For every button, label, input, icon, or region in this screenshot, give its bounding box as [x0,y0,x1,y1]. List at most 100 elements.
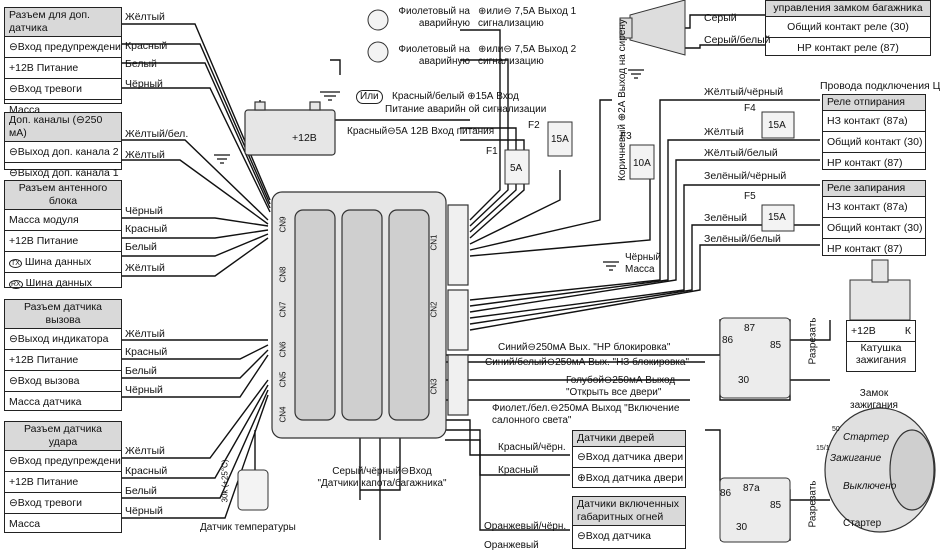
aux-power: +12В Питание [5,58,121,79]
fuse-f4-value: 15А [768,120,786,131]
wire-red: Красный [125,346,168,358]
parking-light-title: Датчики включенных габаритных огней [573,497,685,526]
connector-cn5: CN5 [278,371,288,388]
fuse-f2-label: F2 [528,120,540,131]
rx-icon: RX [9,280,23,289]
temperature-sensor-value: 30k (+25°C) [220,459,230,503]
relay1-pin-87: 87 [744,323,756,334]
relay1-pin-85: 85 [770,340,782,351]
wire-red: Красный [498,465,539,476]
lamp2-output: ⊕или⊖ 7,5А Выход 2 сигнализацию [478,44,577,67]
cut-wire-1: Разрезать [807,317,819,365]
aux-channels-title: Доп. каналы (⊖250 мА) [5,113,121,142]
relay2-pin-30: 30 [736,522,748,533]
door-sensors-title: Датчики дверей [573,431,685,447]
fuse-f3-label: F3 [620,131,632,142]
shock-sensor-connector: Разъем датчика удара ⊖Вход предупреждени… [4,421,122,533]
connector-cn3: CN3 [429,378,439,395]
coil-terminals: +12В К [847,321,915,342]
ignition-position: Зажигание [830,453,882,464]
pin-15-1: 15/1 [816,445,830,452]
aux-sensor-title: Разъем для доп. датчика [5,8,121,37]
aux-channel-2-output: ⊖Выход доп. канала 2 [5,142,121,163]
fuse-f1-label: F1 [486,146,498,157]
connector-cn4: CN4 [278,406,288,423]
off-position: Выключено [843,481,897,492]
aux-alarm-input: ⊖Вход тревоги [5,79,121,100]
fuse-f4-label: F4 [744,103,756,114]
battery-label: +12В [292,132,317,144]
call-input: ⊖Вход вызова [5,371,121,392]
lock-relay: Реле запирания НЗ контакт (87а) Общий ко… [822,180,926,256]
interior-light-output: Фиолет./бел.⊖250мА Выход "Включение сало… [492,403,680,426]
relay2-pin-86: 86 [720,488,732,499]
parking-light-sensors: Датчики включенных габаритных огней ⊖Вхо… [572,496,686,549]
connector-cn9: CN9 [278,216,288,233]
cut-wire-2: Разрезать [807,480,819,528]
or-label: Или [356,90,383,104]
wire-grey-white: Серый/белый [704,34,771,46]
wire-red: Красный [125,40,168,52]
trunk-no-contact: НР контакт реле (87) [797,42,899,54]
hazard-input-line2: Питание аварийн ой сигнализации [385,104,547,115]
wire-orange-black: Оранжевый/чёрн. [484,521,567,532]
wire-yellow: Жёлтый [125,262,165,274]
antenna-data-rx-label: Шина данных [25,277,93,289]
shock-alarm-input: ⊖Вход тревоги [5,493,121,514]
trunk-lock-title: управления замком багажника [766,1,930,17]
lamp1-output: ⊕или⊖ 7,5А Выход 1 сигнализацию [478,6,577,29]
trunk-common-contact: Общий контакт реле (30) [766,17,930,38]
open-all-doors-output: Голубой⊖250мА Выход "Открыть все двери" [566,375,676,398]
door-sensor-pos-input: ⊕Вход датчика двери [577,472,684,484]
hood-trunk-input: Серый/чёрный⊖Вход "Датчики капота/багажн… [317,466,447,489]
black-ground: Чёрный Масса [625,252,662,275]
lock-no-contact: НР контакт (87) [827,243,903,255]
wire-white: Белый [125,485,157,497]
shock-ground: Масса [9,518,41,530]
unlock-common-contact: Общий контакт (30) [823,132,925,153]
coil-label: Катушка зажигания [855,342,907,366]
unlock-relay-title: Реле отпирания [823,95,925,111]
shock-power: +12В Питание [5,472,121,493]
antenna-data-tx-label: Шина данных [24,256,92,268]
wire-red-black: Красный/чёрн. [498,442,566,453]
aux-channel-1-output: ⊖Выход доп. канала 1 [9,167,119,179]
lock-common-contact: Общий контакт (30) [823,218,925,239]
wire-grey: Серый [704,12,737,24]
unlock-relay: Реле отпирания НЗ контакт (87а) Общий ко… [822,94,926,170]
coil-plus: +12В [851,325,876,337]
antenna-data-rx: RX Шина данных [5,273,121,293]
antenna-power: +12В Питание [5,231,121,252]
siren-output: Коричневый ⊕2А Выход на сирену [617,19,628,181]
wire-red: Красный [125,223,168,235]
lamp2-label: Фиолетовый на аварийную [398,44,470,67]
antenna-connector: Разъем антенного блока Масса модуля +12В… [4,180,122,289]
call-ground: Масса датчика [9,396,82,408]
parking-light-input: ⊖Вход датчика [577,530,652,542]
wire-white: Белый [125,241,157,253]
unlock-nc-contact: НЗ контакт (87а) [823,111,925,132]
door-sensors: Датчики дверей ⊖Вход датчика двери ⊕Вход… [572,430,686,488]
relay1-pin-30: 30 [738,375,750,386]
tx-icon: TX [9,259,22,268]
fuse-f5-label: F5 [744,191,756,202]
hazard-input-line1: Красный/белый ⊕15А Вход [392,91,519,102]
call-sensor-connector: Разъем датчика вызова ⊖Выход индикатора … [4,299,122,411]
unlock-no-contact: НР контакт (87) [827,157,903,169]
trunk-lock-control: управления замком багажника Общий контак… [765,0,931,56]
coil-k: К [904,325,911,337]
connector-cn8: CN8 [278,266,288,283]
call-sensor-title: Разъем датчика вызова [5,300,121,329]
wire-yellow-white: Жёлтый/белый [704,147,778,159]
connector-cn2: CN2 [429,301,439,318]
pin-50: 50 [832,426,840,433]
ignition-coil: +12В К Катушка зажигания [846,320,916,372]
wire-black: Чёрный [125,384,163,396]
fuse-f3-value: 10А [633,158,651,169]
wire-white: Белый [125,58,157,70]
blue-white-nc-lock-output: Синий/белый⊖250мА Вых. "НЗ блокировка" [485,357,690,368]
wire-yellow: Жёлтый [125,149,165,161]
wire-green-white: Зелёный/белый [704,233,781,245]
temperature-sensor-label: Датчик температуры [200,522,296,533]
antenna-title: Разъем антенного блока [5,181,121,210]
